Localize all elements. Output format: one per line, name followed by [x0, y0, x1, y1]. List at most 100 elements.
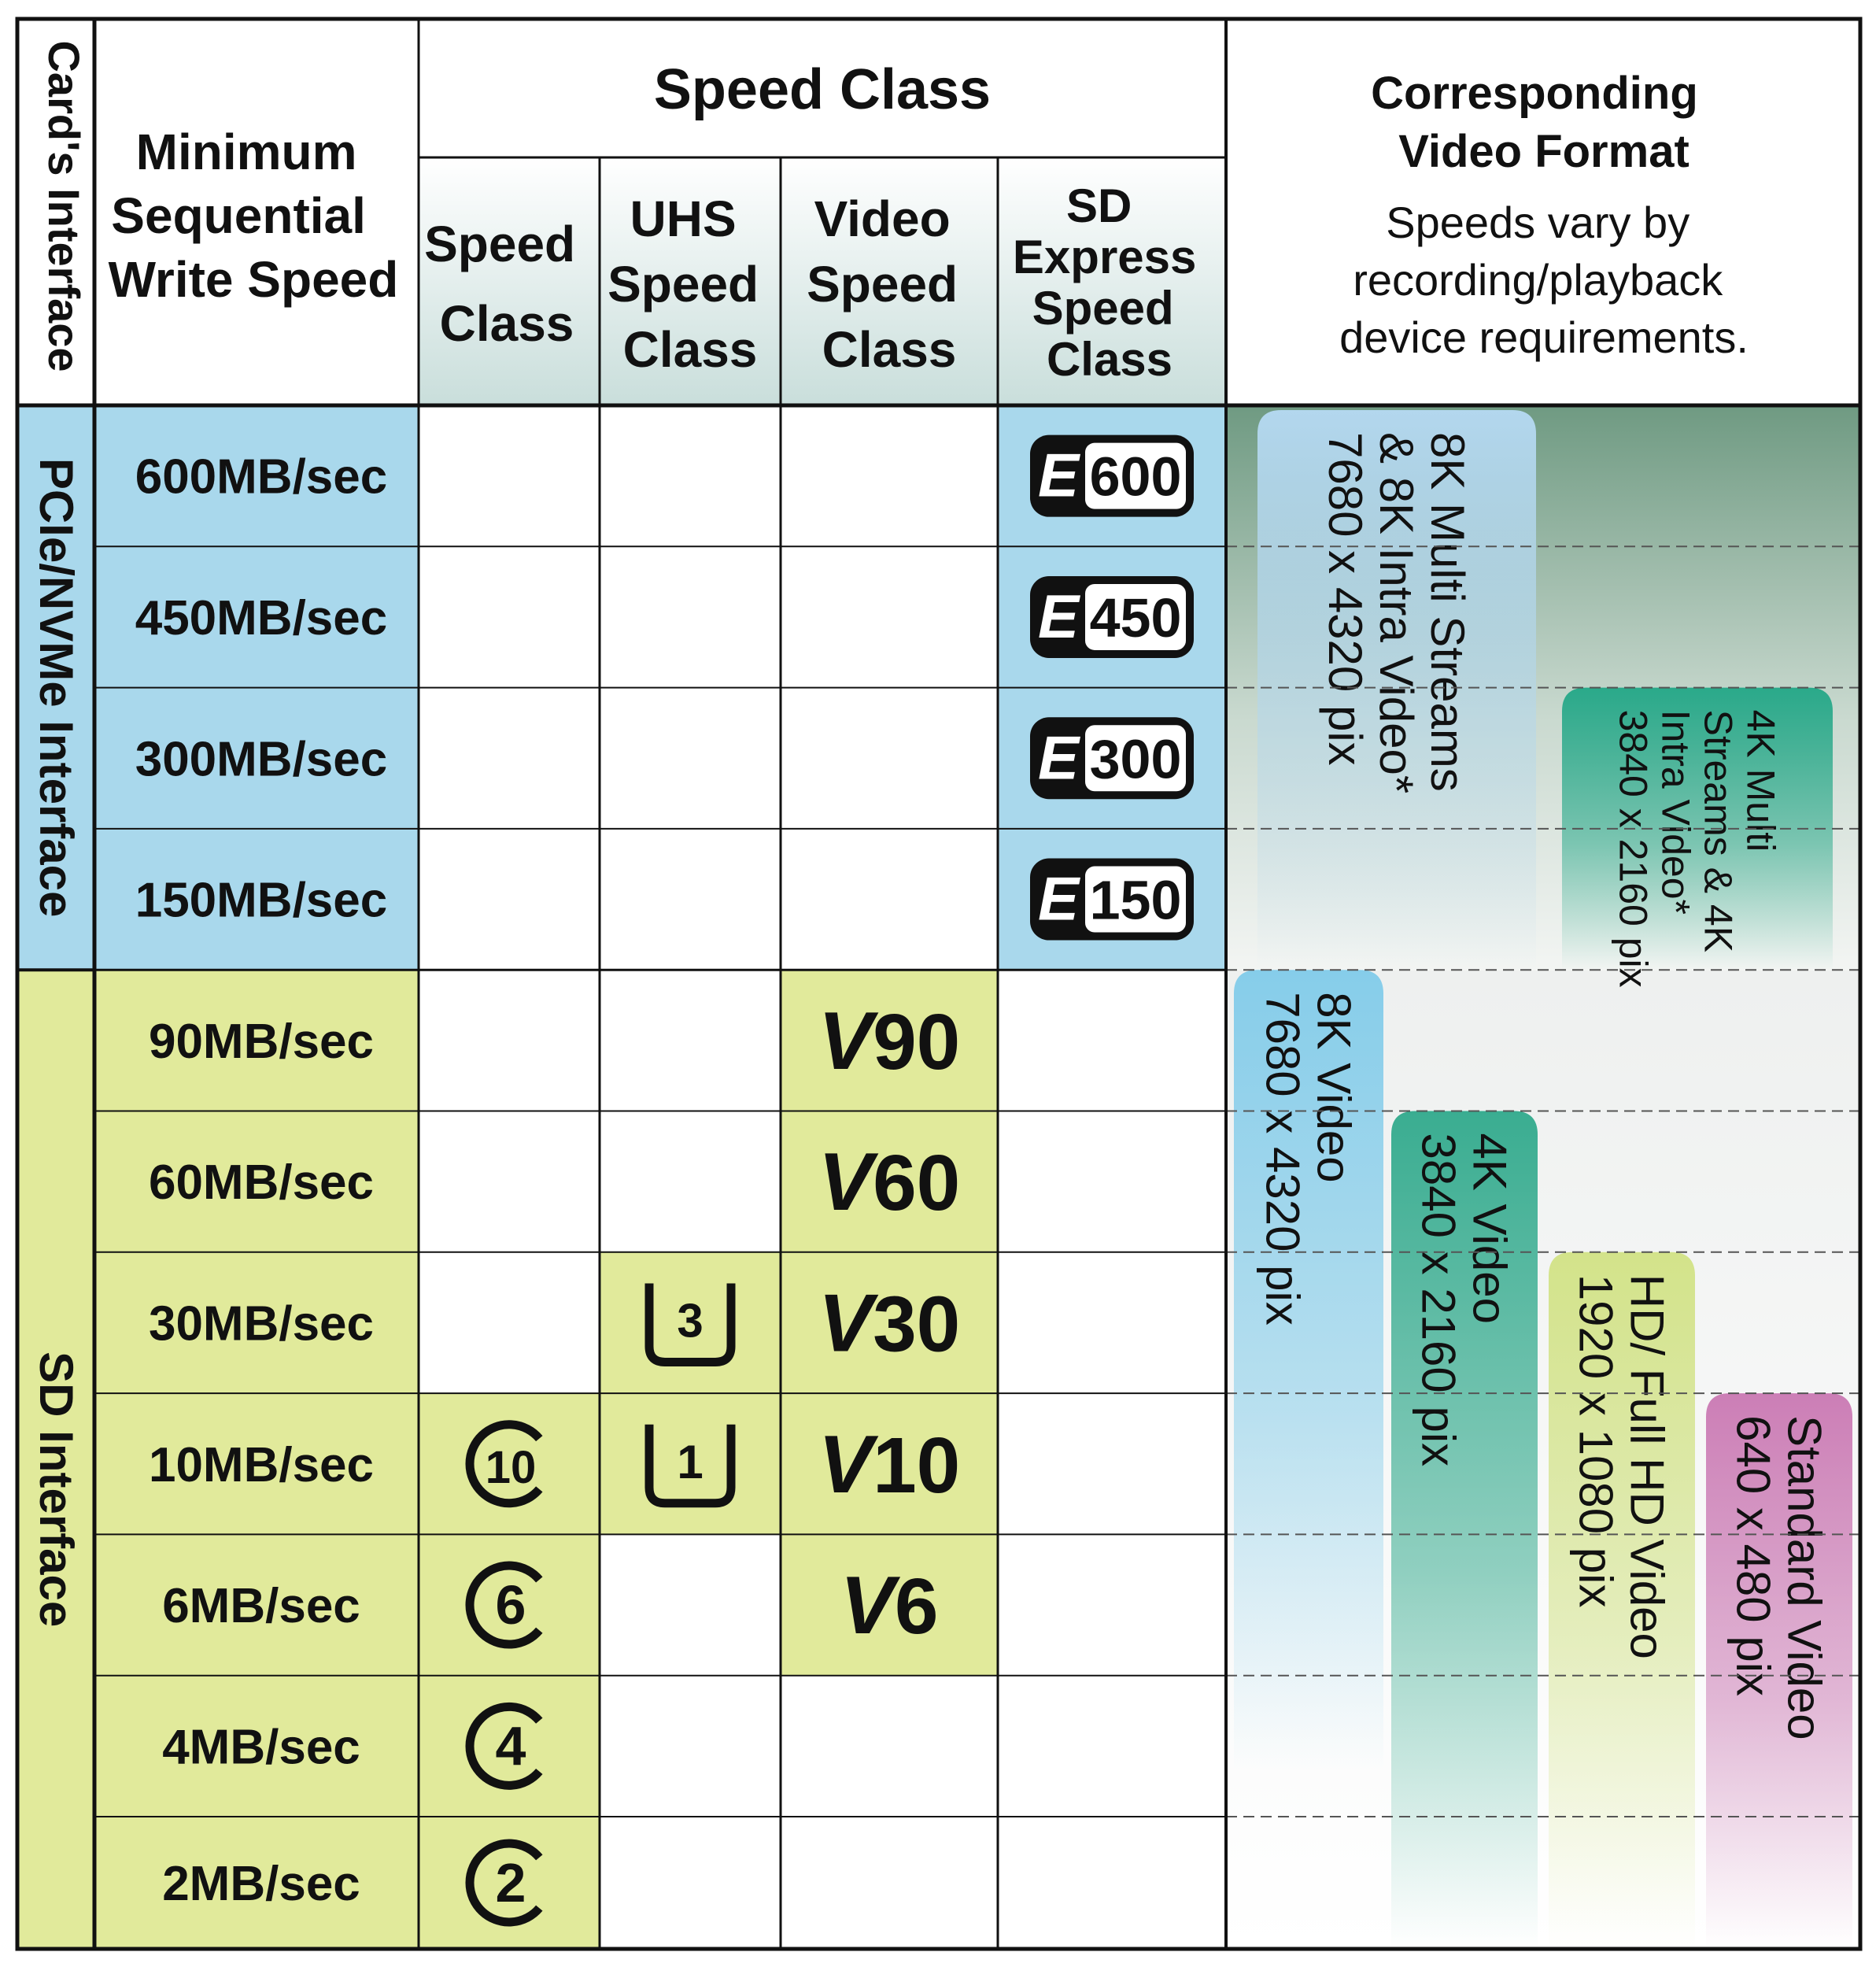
min-speed-label: 30MB/sec — [149, 1296, 374, 1351]
min-speed-label: 6MB/sec — [162, 1579, 360, 1633]
video-format-note-3: device requirements. — [1339, 312, 1749, 362]
svg-text:3: 3 — [677, 1294, 703, 1347]
highlight-cell — [419, 1675, 600, 1817]
highlight-cell — [419, 1817, 600, 1949]
video-format-note-2: recording/playback — [1353, 255, 1723, 305]
min-speed-label: 300MB/sec — [135, 732, 388, 786]
speed-class-symbol: 2 — [465, 1839, 543, 1927]
min-write-header-1: Minimum — [136, 124, 357, 180]
svg-text:E: E — [1038, 582, 1080, 651]
svg-text:V6: V6 — [840, 1560, 939, 1651]
min-speed-label: 90MB/sec — [149, 1015, 374, 1069]
svg-text:E: E — [1038, 723, 1080, 792]
highlight-cell — [781, 970, 998, 1111]
svg-text:300: 300 — [1090, 728, 1182, 789]
video-format-title-1: Corresponding — [1371, 68, 1698, 119]
video-format-label: Standard Video — [1778, 1415, 1830, 1740]
video-class-symbol: V30 — [818, 1277, 961, 1369]
highlight-cell — [781, 1393, 998, 1535]
speed-class-symbol: 6 — [465, 1561, 543, 1649]
sd-band — [17, 970, 419, 1949]
speed-class-symbol: 4 — [465, 1702, 543, 1790]
svg-text:SD Express Speed: SD Express Speed Class — [1013, 179, 1209, 386]
sd-interface-label: SD Interface — [30, 1351, 83, 1627]
svg-text:E: E — [1038, 441, 1080, 510]
column-headers: Card's Interface Minimum Sequential Writ… — [39, 40, 1749, 386]
video-format-bars: 8K Multi Streams& 8K Intra Video*7680 x … — [1234, 410, 1852, 1949]
svg-text:6: 6 — [496, 1574, 526, 1636]
video-format-label: HD/ Full HD Video — [1620, 1274, 1673, 1659]
highlight-cell — [781, 1252, 998, 1394]
svg-text:4: 4 — [496, 1715, 526, 1777]
min-speed-label: 60MB/sec — [149, 1155, 374, 1210]
video-format-label: Intra Video* — [1654, 710, 1698, 915]
svg-text:600: 600 — [1090, 446, 1182, 508]
pcie-interface-label: PCIe/NVMe Interface — [30, 458, 83, 918]
video-format-bar: 8K Multi Streams& 8K Intra Video*7680 x … — [1257, 410, 1536, 971]
video-format-note-1: Speeds vary by — [1386, 198, 1690, 247]
uhs-symbol: 3 — [644, 1283, 736, 1366]
grid-lines — [15, 17, 1863, 1951]
video-format-label: Streams & 4K — [1697, 710, 1741, 952]
min-speed-label: 2MB/sec — [162, 1857, 360, 1911]
svg-text:2: 2 — [496, 1852, 526, 1913]
min-speed-label: 4MB/sec — [162, 1720, 360, 1774]
video-format-title-2: Video Format — [1398, 126, 1690, 177]
video-format-label: 4K Multi — [1739, 710, 1783, 852]
video-format-label: & 8K Intra Video* — [1370, 432, 1423, 793]
speed-class-symbol: 10 — [465, 1420, 543, 1508]
svg-text:150: 150 — [1090, 870, 1182, 931]
video-format-label: 8K Video — [1307, 992, 1360, 1182]
row-dashes — [1226, 545, 1860, 1817]
min-speed-label: 10MB/sec — [149, 1438, 374, 1492]
video-format-label: 7680 x 4320 pix — [1319, 432, 1372, 766]
interface-header: Card's Interface — [39, 40, 89, 372]
svg-text:Minimum Sequential: Minimum Sequential Write Speed — [109, 124, 399, 308]
svg-text:Video Speed Class: Video Speed Class — [807, 190, 972, 378]
video-class-symbol: V6 — [840, 1560, 939, 1651]
header-gradients — [419, 157, 1226, 405]
video-format-label: 3840 x 2160 pix — [1612, 710, 1656, 988]
highlight-cell — [781, 1111, 998, 1252]
video-format-label: 7680 x 4320 pix — [1257, 992, 1309, 1326]
min-speed-label: 450MB/sec — [135, 591, 388, 645]
min-speed-label: 150MB/sec — [135, 874, 388, 928]
video-class-symbol: V90 — [818, 996, 961, 1087]
min-write-header-3: Write Speed — [109, 251, 399, 308]
interface-labels: PCIe/NVMe Interface SD Interface — [30, 458, 83, 1627]
speed-class-group-header: Speed Class — [654, 58, 991, 121]
uhs-symbol: 1 — [644, 1424, 736, 1508]
svg-text:10: 10 — [486, 1442, 537, 1493]
svg-text:UHS Speed Class: UHS Speed Class — [607, 190, 773, 378]
video-class-symbol: V10 — [818, 1419, 961, 1510]
video-format-label: 4K Video — [1463, 1133, 1516, 1324]
svg-text:V30: V30 — [818, 1277, 961, 1369]
svg-text:1: 1 — [677, 1436, 703, 1488]
svg-text:V10: V10 — [818, 1419, 961, 1510]
video-class-symbol: V60 — [818, 1137, 961, 1228]
svg-text:V90: V90 — [818, 996, 961, 1087]
min-write-header-2: Sequential — [111, 187, 366, 244]
svg-text:E: E — [1038, 864, 1080, 934]
svg-text:V60: V60 — [818, 1137, 961, 1228]
video-format-label: 1920 x 1080 pix — [1570, 1274, 1623, 1608]
svg-text:Speeds vary by recording: Speeds vary by recording/playback device… — [1339, 198, 1749, 362]
svg-text:Corresponding Video Form: Corresponding Video Format — [1371, 68, 1711, 177]
svg-text:450: 450 — [1090, 587, 1182, 649]
highlight-cell — [781, 1534, 998, 1676]
highlight-cell — [419, 1534, 600, 1676]
highlight-cell — [600, 1393, 781, 1535]
cell-fills — [17, 405, 1226, 1949]
video-format-label: 640 x 480 pix — [1727, 1415, 1780, 1696]
svg-text:Speed Class: Speed Class — [424, 216, 589, 352]
